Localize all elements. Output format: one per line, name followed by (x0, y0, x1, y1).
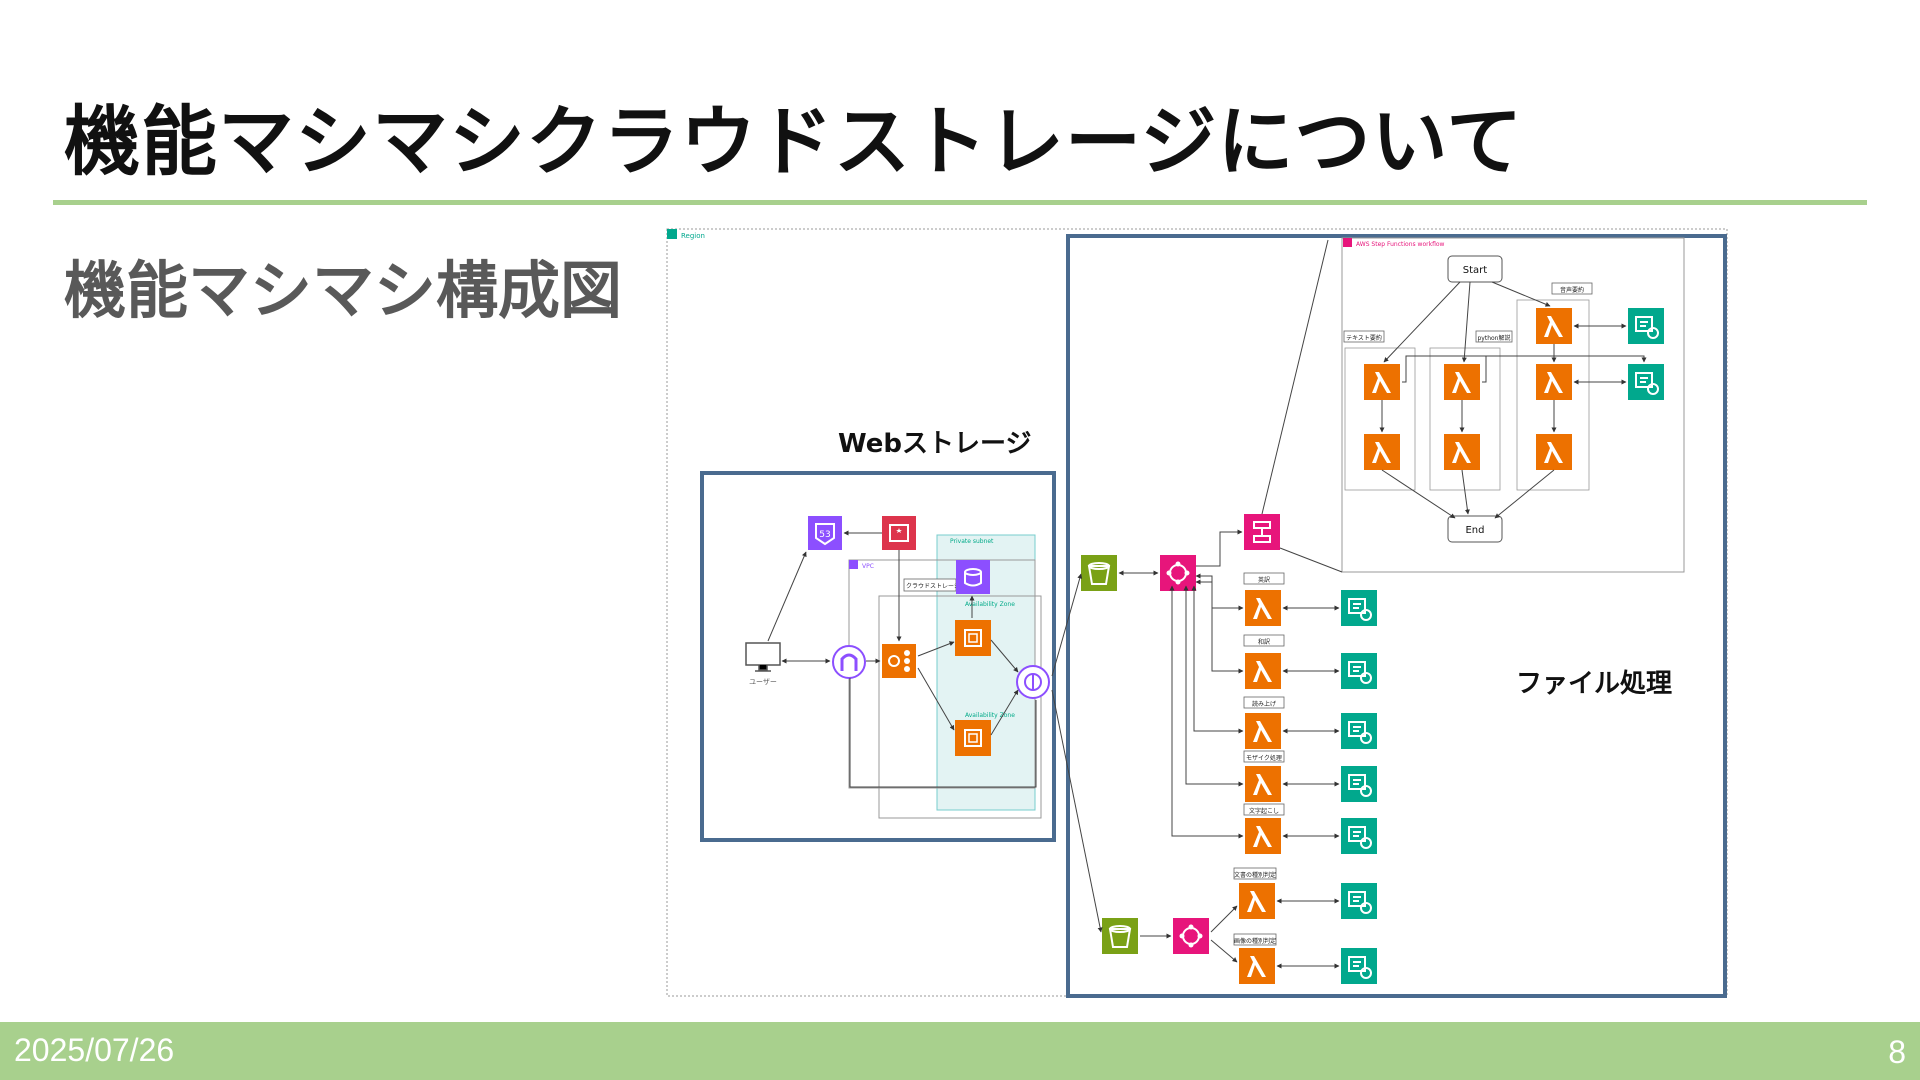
transcribe-label: 文字起こし (1249, 807, 1279, 815)
lambda-text-summary-2-icon (1364, 434, 1400, 470)
user-label: ユーザー (749, 678, 777, 686)
lambda-en-translate-icon (1245, 590, 1281, 626)
svg-text:53: 53 (819, 530, 830, 540)
ec2-instance-1-icon (954, 619, 992, 657)
footer-bar (0, 1022, 1920, 1080)
start-node (1447, 255, 1503, 283)
workflow-label: AWS Step Functions workflow (1356, 241, 1445, 248)
read-aloud-label: 読み上げ (1252, 700, 1276, 708)
audio-summary-label: 音声要約 (1560, 286, 1584, 294)
mosaic-label: モザイク処理 (1246, 754, 1282, 762)
lambda-audio-2-icon (1536, 364, 1572, 400)
lambda-audio-3-icon (1536, 434, 1572, 470)
route53-icon: 53 (808, 516, 842, 550)
text-summary-label: テキスト要約 (1346, 334, 1382, 342)
step-label-boxes (1233, 572, 1285, 946)
rekognition-icon (1340, 765, 1378, 803)
s3-bucket-classify-icon (1101, 917, 1139, 955)
step-functions-icon (1243, 513, 1281, 551)
polly-icon (1340, 712, 1378, 750)
end-label: End (1465, 525, 1484, 536)
database-icon (956, 560, 990, 594)
web-storage-frame (700, 471, 1056, 842)
load-balancer-icon (882, 644, 916, 678)
translate-jp-icon (1340, 652, 1378, 690)
lambda-python-2-icon (1444, 434, 1480, 470)
end-node (1447, 515, 1503, 543)
footer-date: 2025/07/26 (14, 1032, 175, 1068)
translate-en-icon (1340, 589, 1378, 627)
private-subnet-label: Private subnet (950, 538, 994, 545)
az1-label: Availability Zone (965, 601, 1015, 608)
cloud-storage-label: クラウドストレージ (906, 582, 960, 590)
file-processing-frame (1066, 234, 1727, 998)
eventbridge-icon (1159, 554, 1197, 592)
user-computer-icon (745, 642, 781, 672)
title-divider (53, 200, 1867, 205)
lambda-python-1-icon (1444, 364, 1480, 400)
en-translate-label: 英訳 (1258, 576, 1270, 584)
bedrock-icon (1627, 363, 1665, 401)
architecture-diagram: Region Webストレージ ファイル処理 AWS Step Function… (666, 228, 1728, 998)
vpc-endpoint-icon (1016, 665, 1050, 699)
start-label: Start (1463, 265, 1488, 276)
eventbridge-classify-icon (1172, 917, 1210, 955)
transcribe-icon (1340, 817, 1378, 855)
page-number: 8 (1888, 1034, 1906, 1070)
image-judge-label: 画像の種別判定 (1234, 937, 1276, 945)
lambda-jp-translate-icon (1245, 653, 1281, 689)
lambda-text-summary-1-icon (1364, 364, 1400, 400)
lambda-audio-1-icon (1536, 308, 1572, 344)
rekognition-classify-icon (1340, 947, 1378, 985)
python-label: python解説 (1478, 334, 1511, 342)
lambda-doc-judge-icon (1239, 883, 1275, 919)
lambda-read-aloud-icon (1245, 713, 1281, 749)
vpc-label: VPC (862, 563, 874, 570)
slide-subtitle: 機能マシマシ構成図 (64, 254, 623, 327)
doc-judge-label: 文書の種別判定 (1234, 871, 1276, 879)
web-storage-label: Webストレージ (838, 429, 1031, 459)
lambda-transcribe-icon (1245, 818, 1281, 854)
textract-icon (1340, 882, 1378, 920)
lambda-image-judge-icon (1239, 948, 1275, 984)
transcribe-audio-icon (1627, 307, 1665, 345)
acm-icon (882, 516, 916, 550)
region-label: Region (681, 232, 705, 240)
file-processing-label: ファイル処理 (1516, 669, 1672, 699)
internet-gateway-icon (832, 645, 866, 679)
ec2-instance-2-icon (954, 719, 992, 757)
az2-label: Availability Zone (965, 712, 1015, 719)
lambda-mosaic-icon (1245, 766, 1281, 802)
s3-bucket-upload-icon (1080, 554, 1118, 592)
slide-title: 機能マシマシクラウドストレージについて (64, 97, 1524, 186)
jp-translate-label: 和訳 (1258, 638, 1270, 646)
